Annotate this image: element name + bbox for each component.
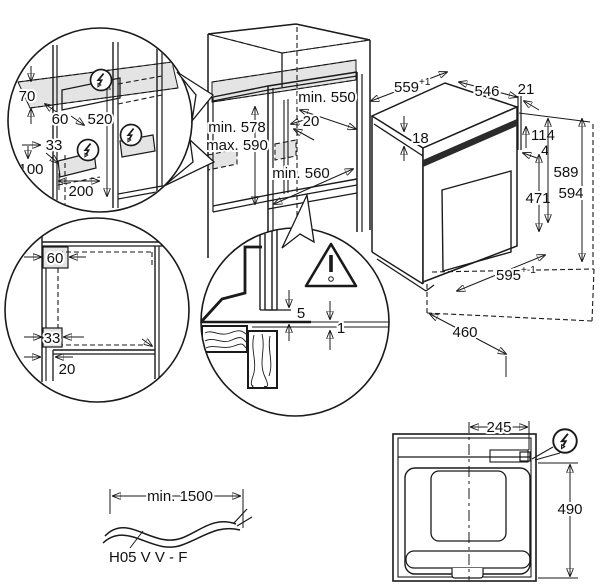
dim-1: 1	[337, 320, 345, 337]
dim-60: 60	[52, 111, 69, 128]
dim-max-590: max. 590	[206, 137, 268, 154]
detail-circle-electrical: 70 60 520 33 100 200	[7, 27, 216, 213]
dim-490: 490	[557, 501, 582, 518]
dim-589: 589	[553, 164, 578, 181]
dim-33-panel: 33	[44, 330, 61, 347]
top-view-drawing: 245 490	[392, 417, 585, 582]
dim-5: 5	[297, 305, 305, 322]
dim-min-550: min. 550	[298, 89, 356, 106]
callout-pointer	[176, 71, 214, 124]
connection-box	[489, 449, 529, 463]
lightning-icon	[119, 123, 143, 147]
dim-200: 200	[68, 183, 93, 200]
dim-546: 546	[474, 83, 499, 100]
dim-min-1500: min. 1500	[147, 488, 213, 505]
detail-circle-gap: 5 1	[200, 192, 390, 417]
dim-594: 594	[558, 185, 583, 202]
oven-control-panel	[423, 119, 517, 167]
dim-471: 471	[525, 190, 550, 207]
dim-18: 18	[412, 130, 429, 147]
dim-520: 520	[87, 111, 112, 128]
power-cable	[104, 521, 237, 541]
oven-door-window	[441, 170, 512, 272]
lightning-icon	[76, 138, 100, 162]
front-rail-wood-section	[247, 330, 278, 389]
connection-zone-back	[274, 139, 297, 161]
callout-pointer	[163, 138, 216, 187]
connection-zone-left	[207, 148, 238, 171]
lightning-icon	[552, 428, 578, 454]
cable-type-label: H05 V V - F	[109, 549, 187, 566]
callout-pointer	[281, 192, 315, 249]
dim-20-cabinet: 20	[303, 113, 320, 130]
dim-460: 460	[452, 324, 477, 341]
dim-21: 21	[518, 81, 535, 98]
dim-245: 245	[486, 419, 511, 436]
dim-min-578: min. 578	[208, 119, 266, 136]
dim-60-panel: 60	[47, 250, 64, 267]
cable-drawing: min. 1500 H05 V V - F	[102, 486, 253, 568]
lightning-icon	[89, 68, 113, 92]
dim-20-panel: 20	[59, 361, 76, 378]
dim-595: 595+-1	[496, 265, 536, 284]
dim-559: 559+1	[394, 77, 431, 96]
oven-drawing: 559+1 546 21 18 114 4 471 589 594 595+-1…	[371, 72, 595, 377]
dim-70: 70	[19, 88, 36, 105]
dim-33: 33	[46, 137, 63, 154]
detail-circle-panel: 60 33 20	[4, 217, 190, 403]
warning-icon	[304, 242, 358, 288]
dim-min-560: min. 560	[272, 165, 330, 182]
